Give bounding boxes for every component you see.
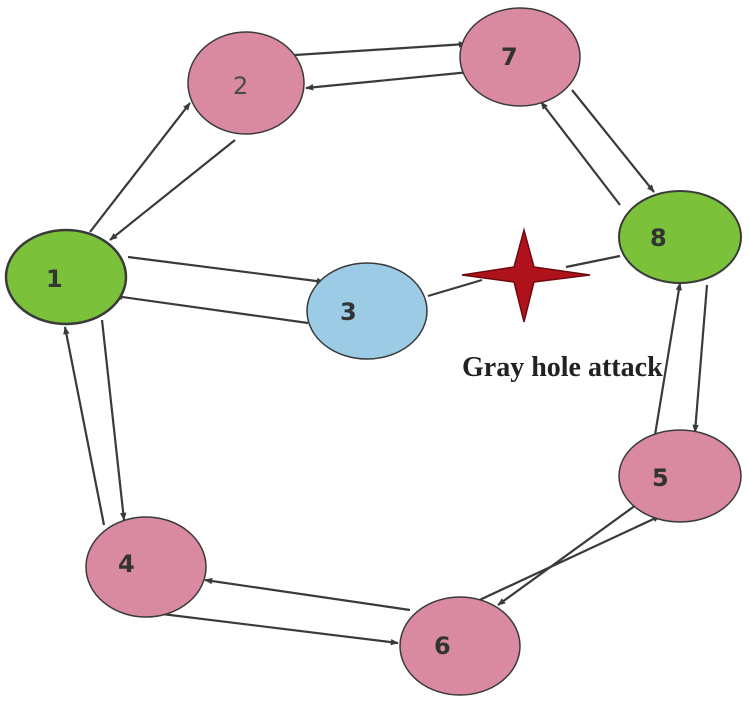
edge-4-to-1	[63, 326, 106, 526]
node-5: 5	[618, 429, 742, 523]
edge-8-to-7	[540, 101, 621, 206]
edge-7-to-8	[571, 89, 655, 193]
node-7: 7	[459, 7, 581, 107]
edge-2-to-7	[294, 41, 467, 57]
node-7-shape	[459, 7, 581, 107]
edge-3-to-1	[114, 293, 309, 325]
node-4-label: 4	[118, 550, 135, 578]
node-3-label: 3	[340, 298, 357, 326]
edge-1-to-3	[127, 255, 325, 285]
node-3: 3	[306, 262, 428, 360]
edge-1-to-4	[100, 319, 127, 521]
node-1-label: 1	[46, 265, 63, 293]
edge-3-to-attack	[427, 278, 483, 298]
node-6-label: 6	[434, 632, 451, 660]
node-5-label: 5	[652, 464, 669, 492]
node-6-shape	[399, 596, 521, 696]
node-4: 4	[85, 516, 207, 618]
edge-5-to-6	[497, 504, 637, 606]
nodes: 1 2 7 8 3 4 5 6	[4, 7, 742, 696]
edge-6-to-4	[204, 577, 411, 612]
node-5-shape	[618, 429, 742, 523]
node-2: 2	[187, 31, 305, 135]
node-4-shape	[85, 516, 207, 618]
node-3-shape	[306, 262, 428, 360]
edge-2-to-1	[109, 139, 236, 241]
attack-annotation: Gray hole attack	[462, 352, 663, 383]
edge-1-to-2	[89, 102, 191, 233]
edge-7-to-2	[305, 70, 471, 91]
node-7-label: 7	[501, 43, 518, 71]
edge-5-to-8	[653, 282, 682, 436]
node-2-shape	[187, 31, 305, 135]
four-point-star-icon	[461, 227, 591, 323]
node-8-shape	[618, 190, 742, 284]
attack-star-shape	[461, 227, 591, 323]
edges	[63, 41, 709, 646]
node-6: 6	[399, 596, 521, 696]
edge-6-to-5	[457, 515, 661, 611]
node-8-label: 8	[650, 224, 667, 252]
edge-attack-to-8	[565, 254, 621, 269]
node-8: 8	[618, 190, 742, 284]
edge-8-to-5	[692, 284, 709, 433]
node-1: 1	[4, 228, 128, 326]
node-2-label: 2	[233, 72, 248, 100]
node-1-shape	[4, 228, 128, 326]
edge-4-to-6	[161, 612, 399, 646]
